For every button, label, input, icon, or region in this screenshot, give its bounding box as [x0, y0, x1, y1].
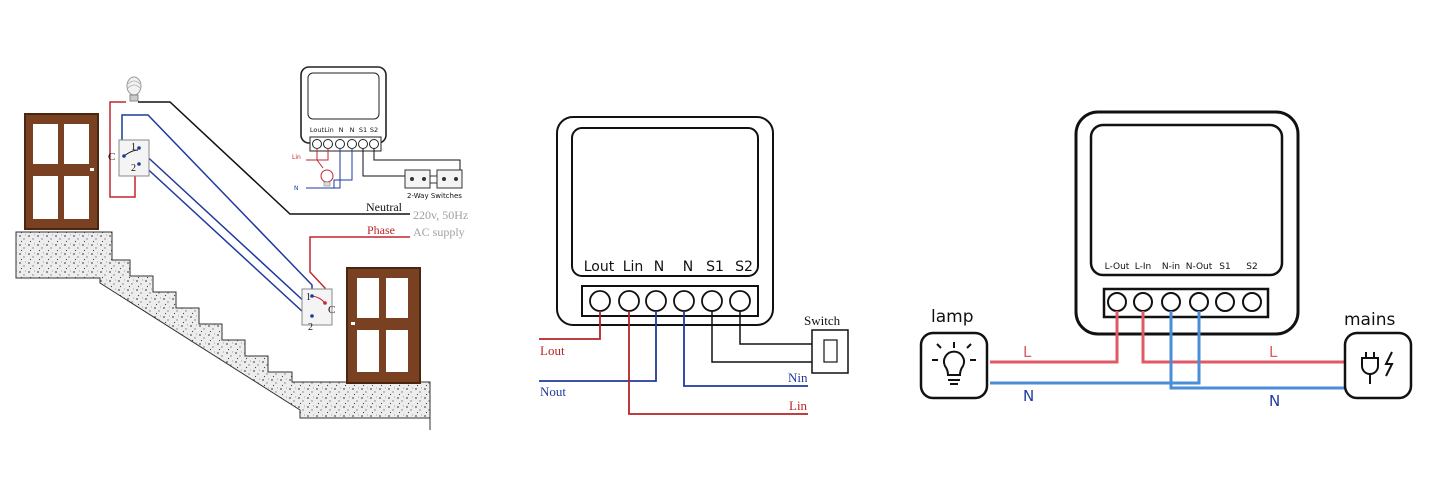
right-neutral-label: N [1269, 392, 1280, 410]
switch-top-2-label: 2 [131, 163, 136, 174]
wire-nout [539, 311, 657, 382]
terminal-block [581, 285, 759, 317]
mini-wire-s1 [362, 148, 411, 177]
switch-label: Switch [804, 313, 841, 328]
wire-lamp-neutral [990, 311, 1201, 385]
terminal-label: N [654, 259, 664, 275]
mini-bulb-icon [320, 169, 334, 187]
switch-bottom-1-label: 1 [306, 292, 311, 303]
ceiling-bulb-icon [126, 76, 142, 102]
switch-top-c-label: C [108, 151, 115, 163]
wire-label-nin: Nin [788, 370, 808, 385]
two-way-switch-bottom: C 1 2 [301, 288, 335, 333]
mini-n-label: N [294, 185, 299, 192]
door-bottom [346, 267, 421, 384]
terminal-label: Lin [623, 259, 644, 275]
left-neutral-label: N [1023, 387, 1034, 405]
wire-lamp-live [109, 101, 136, 198]
mini-lin-label: Lin [292, 154, 301, 161]
terminal-label: N [683, 259, 693, 275]
panel-staircase: C 1 2 C 1 2 Neutral Phase 220v, 50Hz AC … [15, 66, 468, 430]
terminal-label: S2 [735, 259, 753, 275]
phase-label: Phase [367, 223, 395, 237]
mini-module-inset: Lout Lin N N S1 S2 Lin N [292, 66, 463, 200]
mini-two-way-switches [404, 169, 463, 189]
left-live-label: L [1023, 343, 1032, 361]
panel-module-wiring: Lout Lin N N S1 S2 Switch Lout Nout Nin [539, 116, 849, 415]
terminal-labels: Lout Lin N N S1 S2 [584, 259, 753, 275]
staircase [15, 231, 431, 419]
mini-terminal-label: Lout [310, 126, 325, 134]
switch-bottom-2-label: 2 [308, 322, 313, 333]
module3-face [1089, 123, 1284, 277]
terminal-screws [589, 290, 751, 312]
mini-switches-caption: 2-Way Switches [407, 192, 462, 200]
wire-traveller-1 [121, 114, 313, 292]
wire-mains-neutral [1169, 311, 1345, 390]
wire-lout [539, 311, 601, 340]
wire-label-lout: Lout [540, 343, 565, 358]
wire-lin [628, 311, 808, 415]
wire-mains-live [1141, 311, 1345, 364]
switch-bottom-c-label: C [328, 304, 335, 316]
wall-switch-icon [811, 329, 849, 374]
terminal-label: L-Out [1105, 262, 1130, 272]
mini-module-terminals [312, 139, 379, 149]
door-top [24, 113, 99, 230]
mini-terminal-label: S2 [370, 126, 378, 134]
terminal-label: S2 [1246, 262, 1257, 272]
wire-lamp-live [990, 311, 1119, 364]
terminal-label: L-In [1135, 262, 1151, 272]
mains-plug-icon [1343, 331, 1413, 400]
wire-s2 [739, 311, 812, 345]
wire-nin [683, 311, 808, 387]
mini-terminal-label: N [350, 126, 355, 134]
module-face [571, 127, 759, 277]
lamp-icon [919, 331, 989, 400]
mini-terminal-label: S1 [359, 126, 367, 134]
mains-label: mains [1344, 310, 1395, 330]
wire-label-nout: Nout [540, 384, 566, 399]
wire-neutral [138, 101, 410, 215]
supply-line-2: AC supply [413, 225, 465, 239]
two-way-switch-top: C 1 2 [108, 139, 150, 177]
terminal-label: S1 [1219, 262, 1230, 272]
terminal-label: N-Out [1186, 262, 1213, 272]
panel-lamp-mains: L-Out L-In N-in N-Out S1 S2 [919, 110, 1413, 410]
supply-line-1: 220v, 50Hz [413, 208, 468, 222]
mini-wire-n2 [333, 148, 353, 188]
mini-terminal-label: Lin [324, 126, 334, 134]
mini-terminal-label: N [339, 126, 344, 134]
mini-wire-lamp [316, 148, 324, 169]
module3-terminal-labels: L-Out L-In N-in N-Out S1 S2 [1105, 262, 1258, 272]
right-live-label: L [1269, 343, 1278, 361]
mini-wire-lin [306, 148, 329, 161]
wire-s1 [711, 311, 812, 363]
module3-terminal-block [1102, 287, 1270, 319]
terminal-label: Lout [584, 259, 615, 275]
terminal-label: S1 [706, 259, 724, 275]
lamp-label: lamp [931, 307, 974, 327]
wire-label-lin: Lin [789, 398, 808, 413]
neutral-label: Neutral [366, 200, 403, 214]
mini-wire-s2 [373, 148, 461, 172]
terminal-label: N-in [1162, 262, 1180, 272]
mini-wire-n [306, 148, 341, 189]
switch-top-1-label: 1 [131, 142, 136, 153]
